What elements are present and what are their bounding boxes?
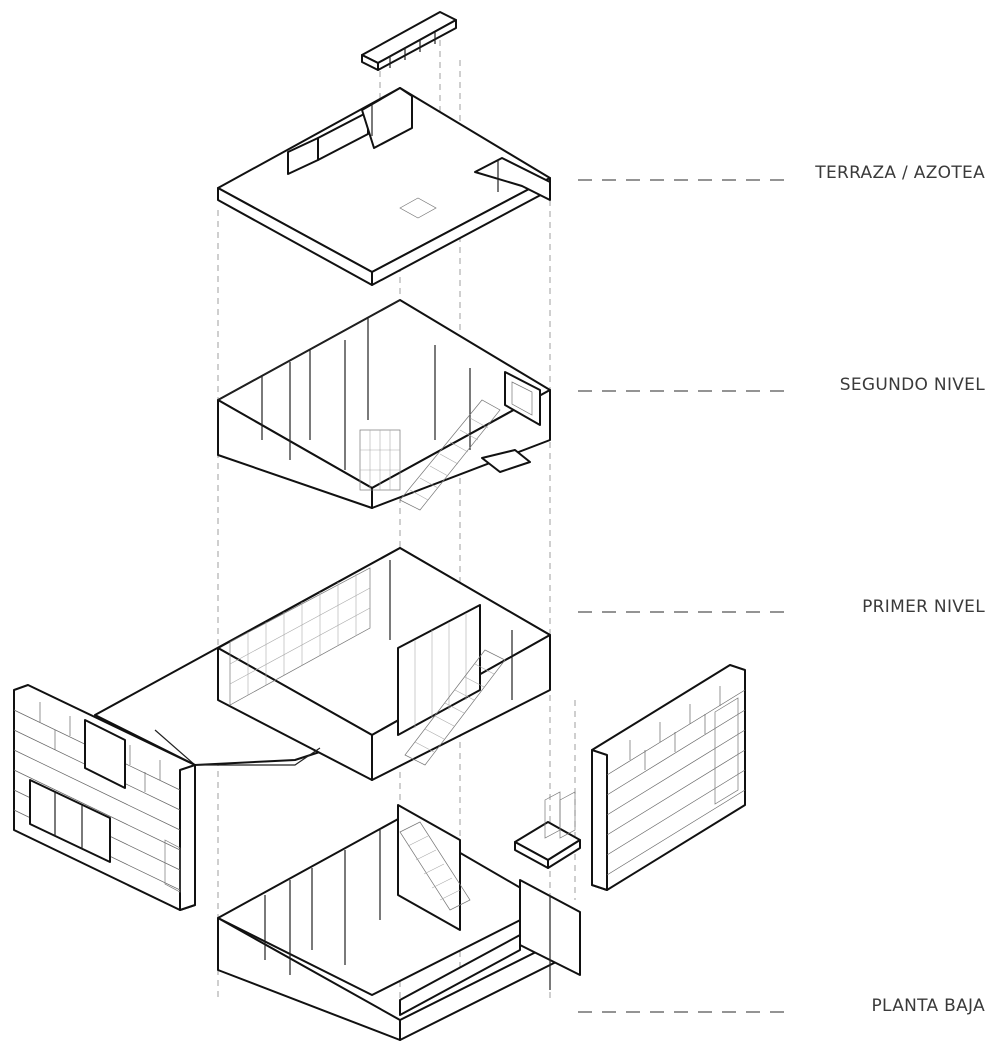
right-facade-wall — [591, 664, 746, 891]
segundo-stair — [399, 399, 501, 511]
label-planta: PLANTA BAJA — [872, 996, 986, 1016]
level-labels: TERRAZA / AZOTEA SEGUNDO NIVEL PRIMER NI… — [578, 163, 985, 1016]
roof-beam — [361, 11, 457, 71]
primer-bookshelf — [229, 567, 371, 706]
right-facade-bricks — [606, 686, 746, 876]
label-primer: PRIMER NIVEL — [862, 597, 985, 617]
label-terraza: TERRAZA / AZOTEA — [814, 163, 985, 183]
segundo-shelving — [359, 429, 401, 491]
primer-stair — [404, 649, 506, 766]
small-module — [514, 791, 581, 869]
label-segundo: SEGUNDO NIVEL — [840, 375, 985, 395]
planta-baja-level — [217, 804, 581, 1041]
segundo-nivel-level — [217, 299, 551, 511]
terraza-level — [217, 11, 551, 286]
left-facade-wall — [13, 684, 196, 911]
planta-stair — [399, 821, 471, 911]
primer-nivel-level — [94, 547, 551, 781]
